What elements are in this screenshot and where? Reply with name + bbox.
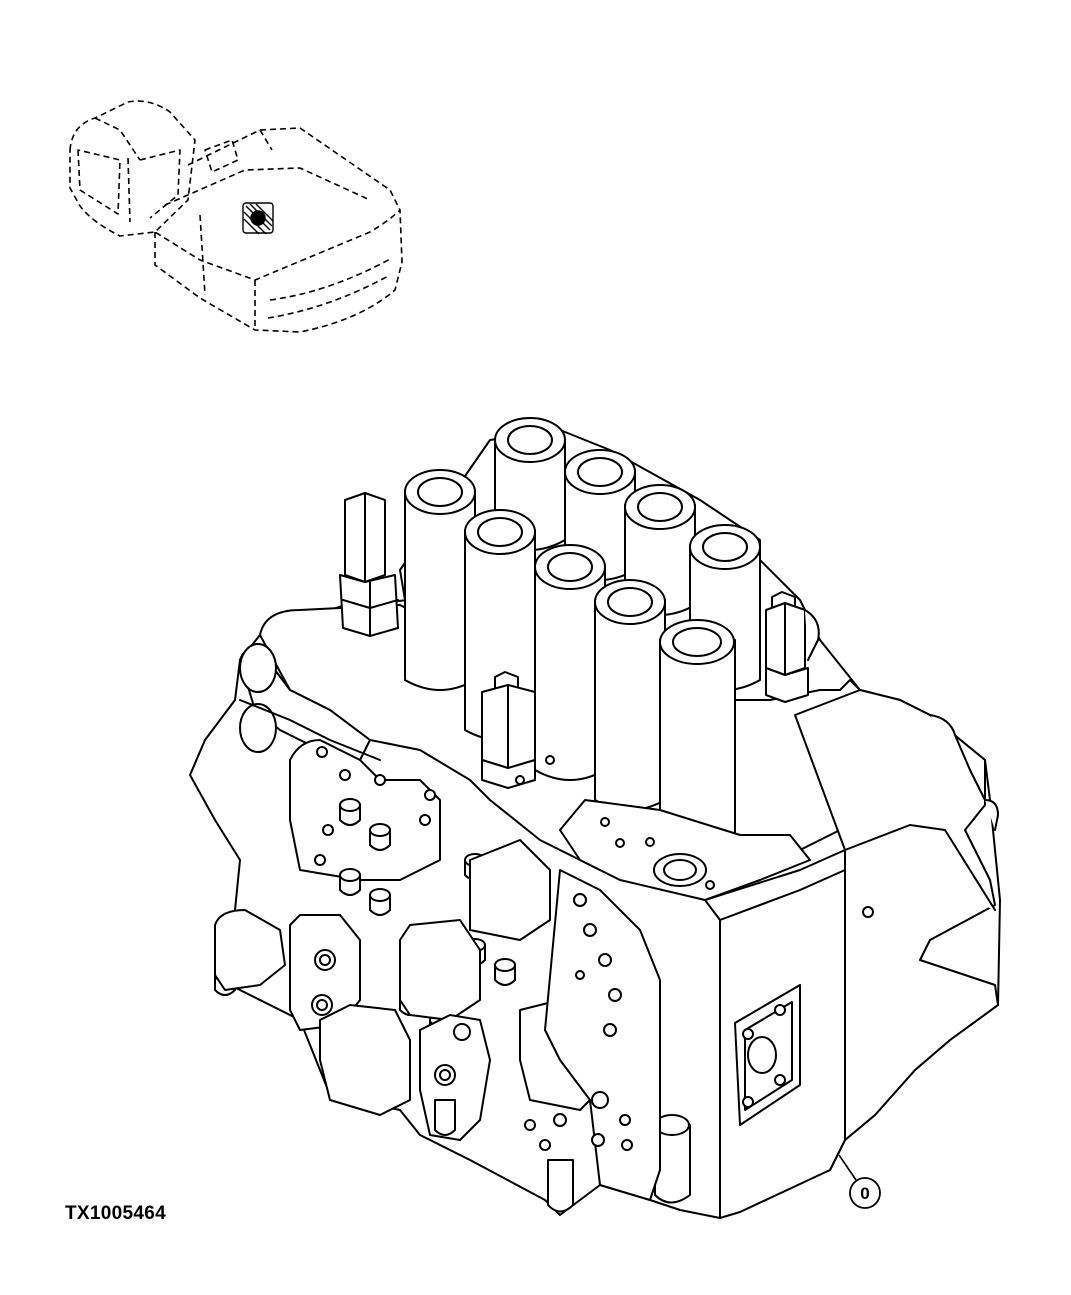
figure-id-label: TX1005464 bbox=[65, 1203, 166, 1224]
callout-0: 0 bbox=[838, 1154, 881, 1209]
relief-valve-center bbox=[481, 671, 536, 789]
relief-valve-left bbox=[339, 492, 399, 637]
port-tube-front-3 bbox=[534, 544, 606, 781]
relief-valve-right bbox=[765, 591, 820, 703]
port-oring-set bbox=[311, 949, 471, 1086]
callout-label: 0 bbox=[860, 1184, 869, 1203]
port-tube-front-4 bbox=[594, 579, 666, 811]
valve-location-marker bbox=[242, 202, 274, 235]
control-valve-icon bbox=[189, 417, 1001, 1219]
port-tube-front-1 bbox=[404, 469, 476, 691]
excavator-outline-icon bbox=[69, 100, 403, 333]
